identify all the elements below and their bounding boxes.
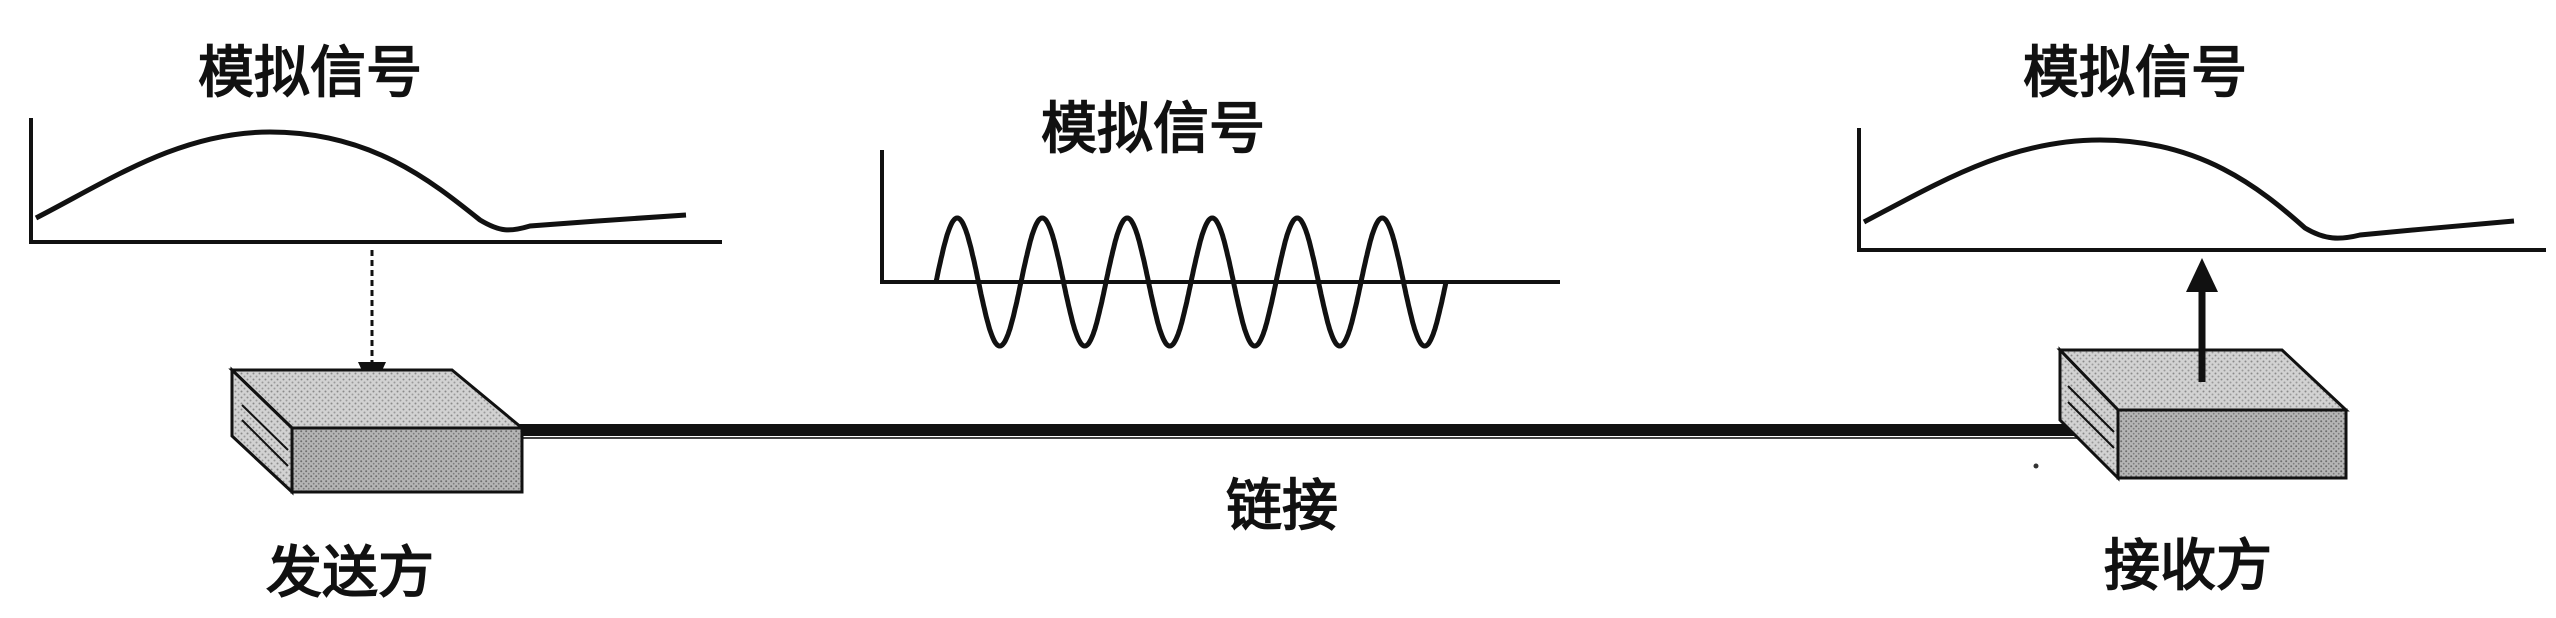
link-cable bbox=[508, 424, 2090, 439]
receiver-signal-panel: 模拟信号 bbox=[1857, 41, 2546, 252]
receiver-device bbox=[2056, 346, 2350, 482]
link-label: 链接 bbox=[1226, 474, 1338, 539]
receiver-label: 接收方 bbox=[2104, 534, 2272, 599]
sender-analog-waveform bbox=[34, 129, 687, 233]
sender-label: 发送方 bbox=[266, 541, 434, 606]
sender-device bbox=[228, 366, 527, 496]
speck bbox=[2033, 463, 2039, 469]
receiver-signal-title: 模拟信号 bbox=[2023, 41, 2247, 106]
sender-signal-panel: 模拟信号 bbox=[29, 41, 722, 244]
link-signal-panel: 模拟信号 bbox=[880, 97, 1560, 349]
receiver-analog-waveform bbox=[1862, 137, 2515, 241]
link-carrier-waveform bbox=[933, 215, 1449, 349]
sender-signal-title: 模拟信号 bbox=[198, 41, 422, 106]
link-signal-title: 模拟信号 bbox=[1041, 97, 1265, 162]
